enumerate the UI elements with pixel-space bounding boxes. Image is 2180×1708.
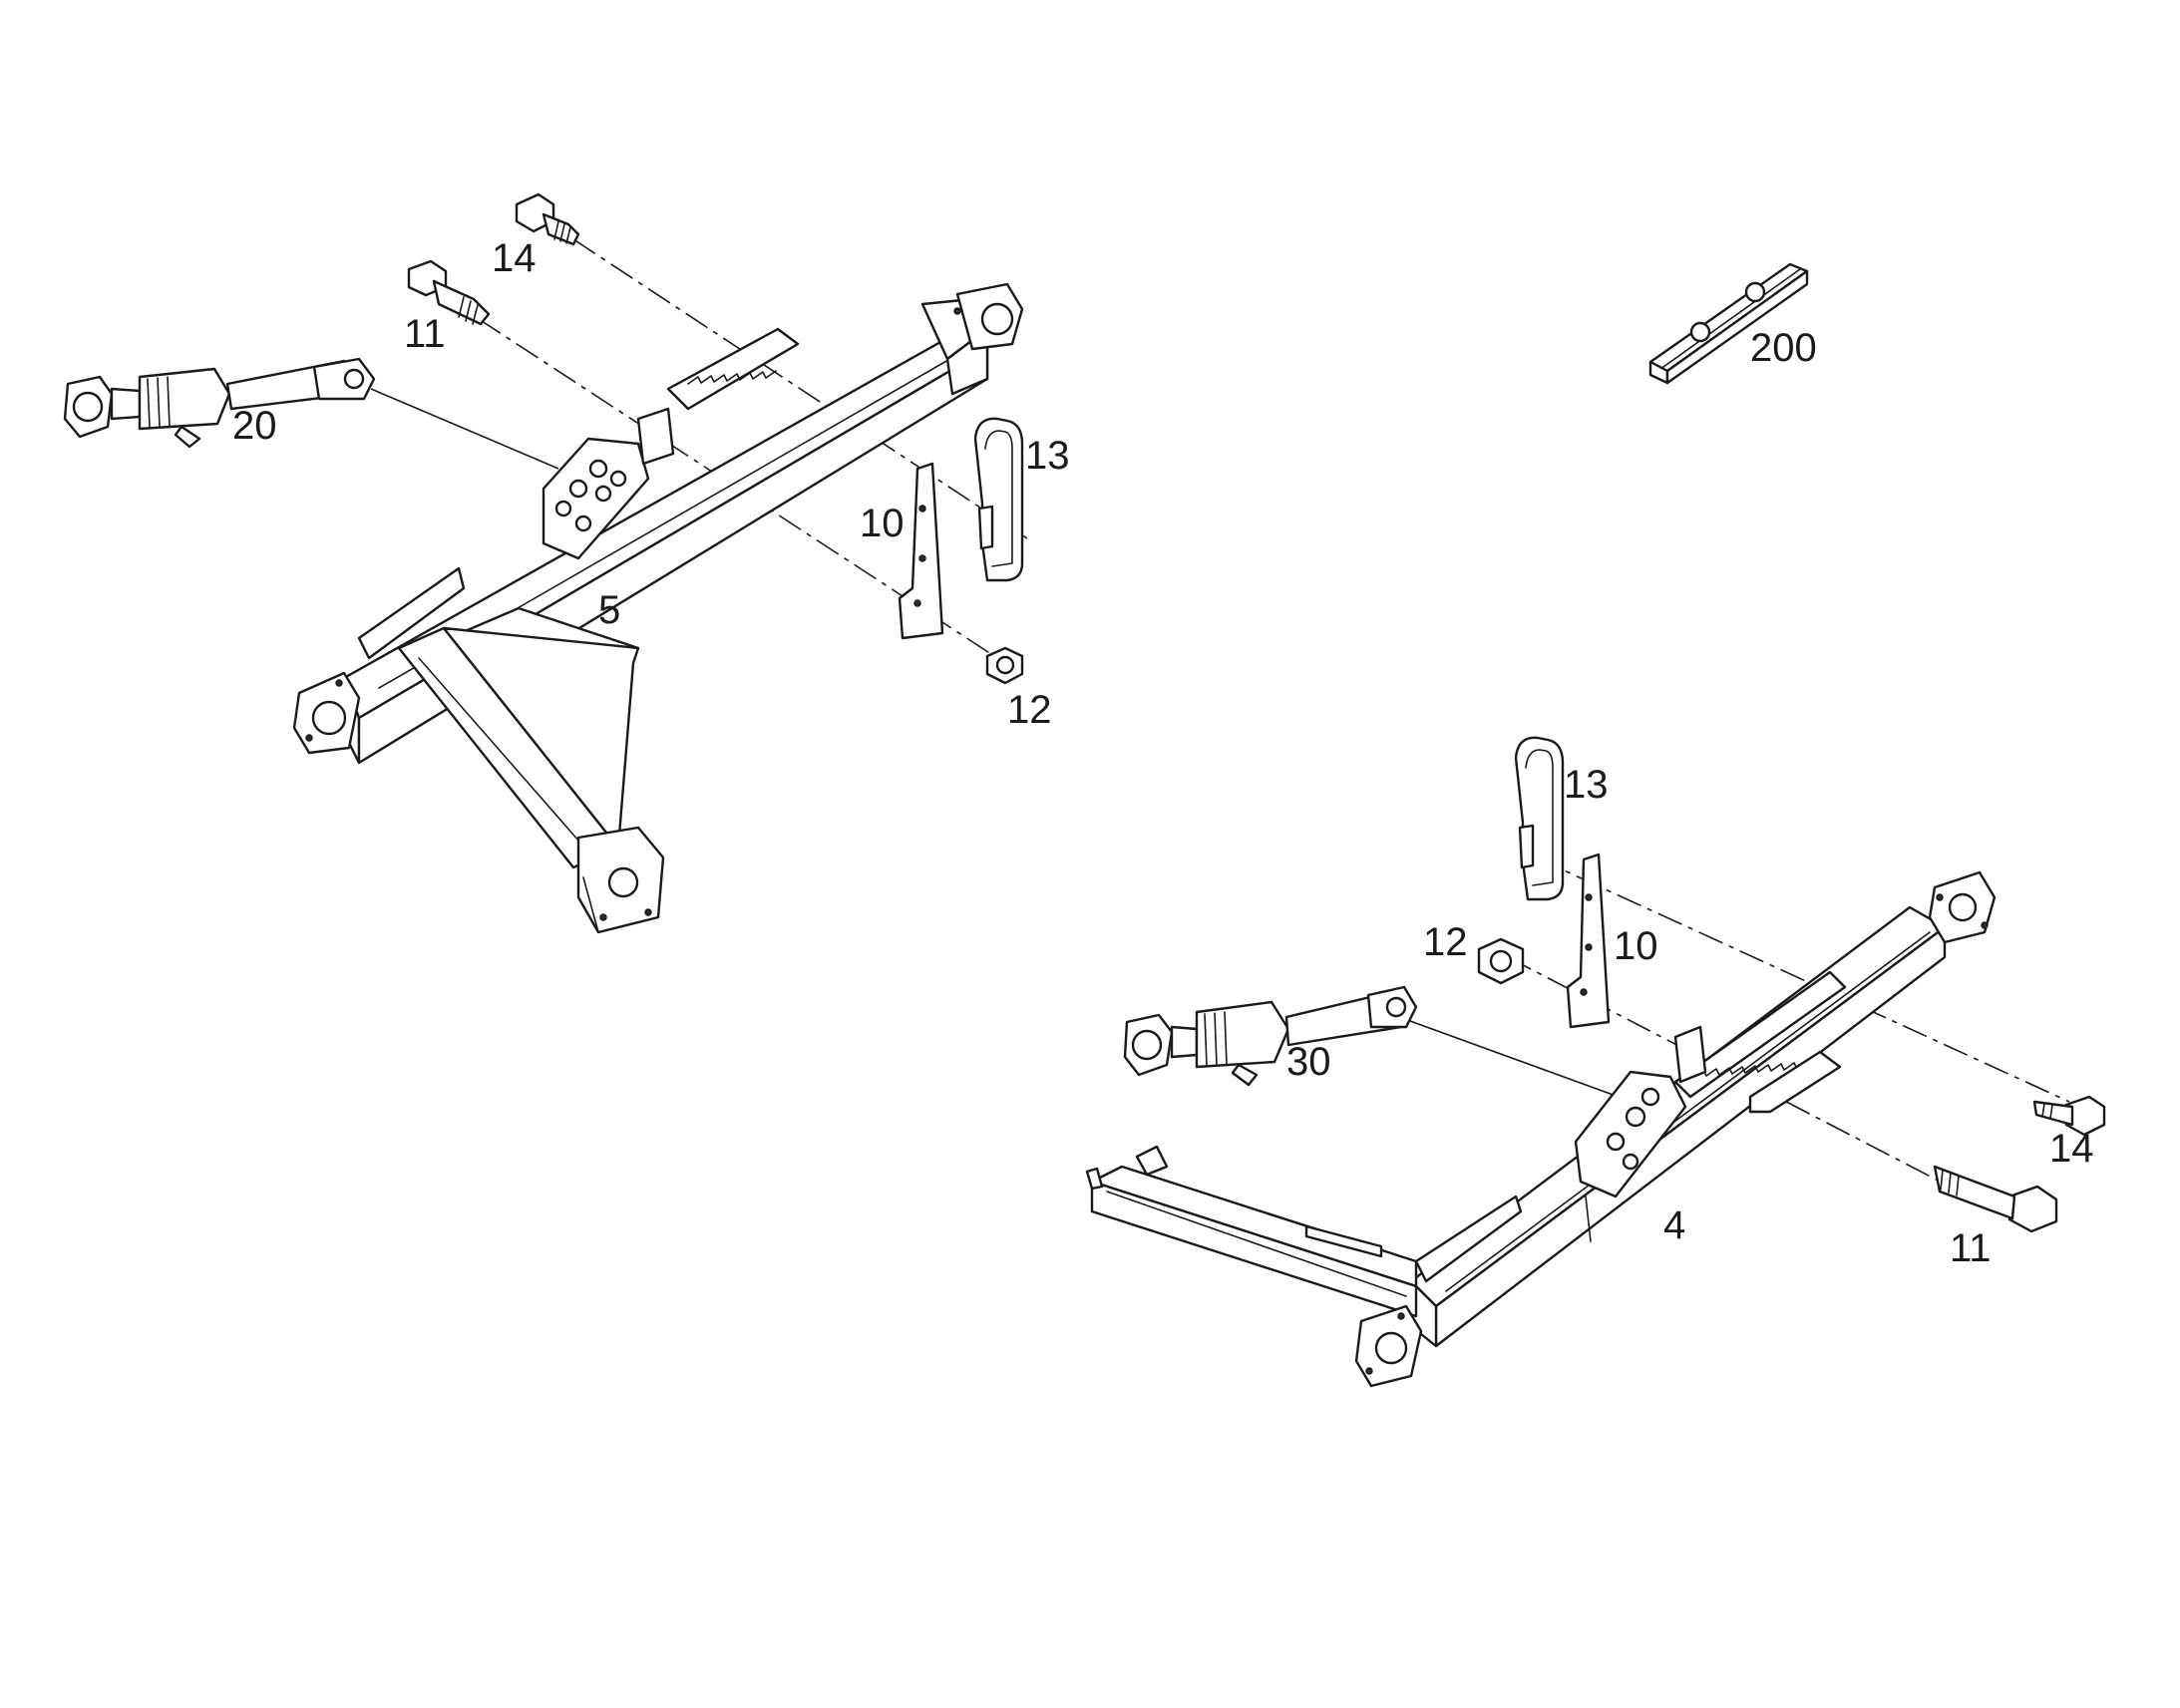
- callout-left-20: 20: [232, 404, 277, 448]
- right-axis-bolt-14: [1535, 856, 2070, 1103]
- left-axis-bolt-14: [572, 238, 1028, 539]
- right-bolt-14: [2032, 1095, 2106, 1137]
- right-bracket-13: [1514, 736, 1565, 901]
- left-bracket-13: [973, 417, 1024, 582]
- left-bolt-14: [515, 192, 580, 246]
- left-nut-12: [985, 646, 1024, 685]
- callout-right-12: 12: [1423, 920, 1468, 964]
- callout-200: 200: [1750, 326, 1817, 370]
- right-bolt-11: [1933, 1165, 2058, 1233]
- callout-left-13: 13: [1025, 434, 1070, 478]
- callout-left-14: 14: [492, 236, 537, 280]
- left-frame-5: [292, 282, 1024, 934]
- right-frame-4: [1085, 870, 1997, 1388]
- left-bolt-11: [407, 259, 491, 326]
- callout-right-14: 14: [2049, 1127, 2094, 1171]
- callout-left-12: 12: [1007, 688, 1052, 732]
- callout-right-10: 10: [1614, 924, 1658, 968]
- callout-left-5: 5: [598, 588, 620, 632]
- right-leader-cylinder: [1398, 1016, 1641, 1106]
- left-leader-cylinder: [370, 388, 559, 470]
- callout-right-30: 30: [1286, 1040, 1331, 1084]
- callout-left-11: 11: [404, 312, 446, 356]
- rail-200: [1648, 262, 1809, 385]
- callout-right-13: 13: [1564, 763, 1609, 807]
- right-cylinder-30: [1123, 985, 1418, 1087]
- right-nut-12: [1477, 937, 1525, 985]
- callout-right-11: 11: [1950, 1226, 1992, 1270]
- left-cylinder-20: [63, 357, 376, 449]
- left-plate-10: [898, 462, 944, 640]
- right-plate-10: [1566, 853, 1611, 1029]
- callout-left-10: 10: [860, 502, 905, 545]
- callout-right-4: 4: [1663, 1203, 1685, 1247]
